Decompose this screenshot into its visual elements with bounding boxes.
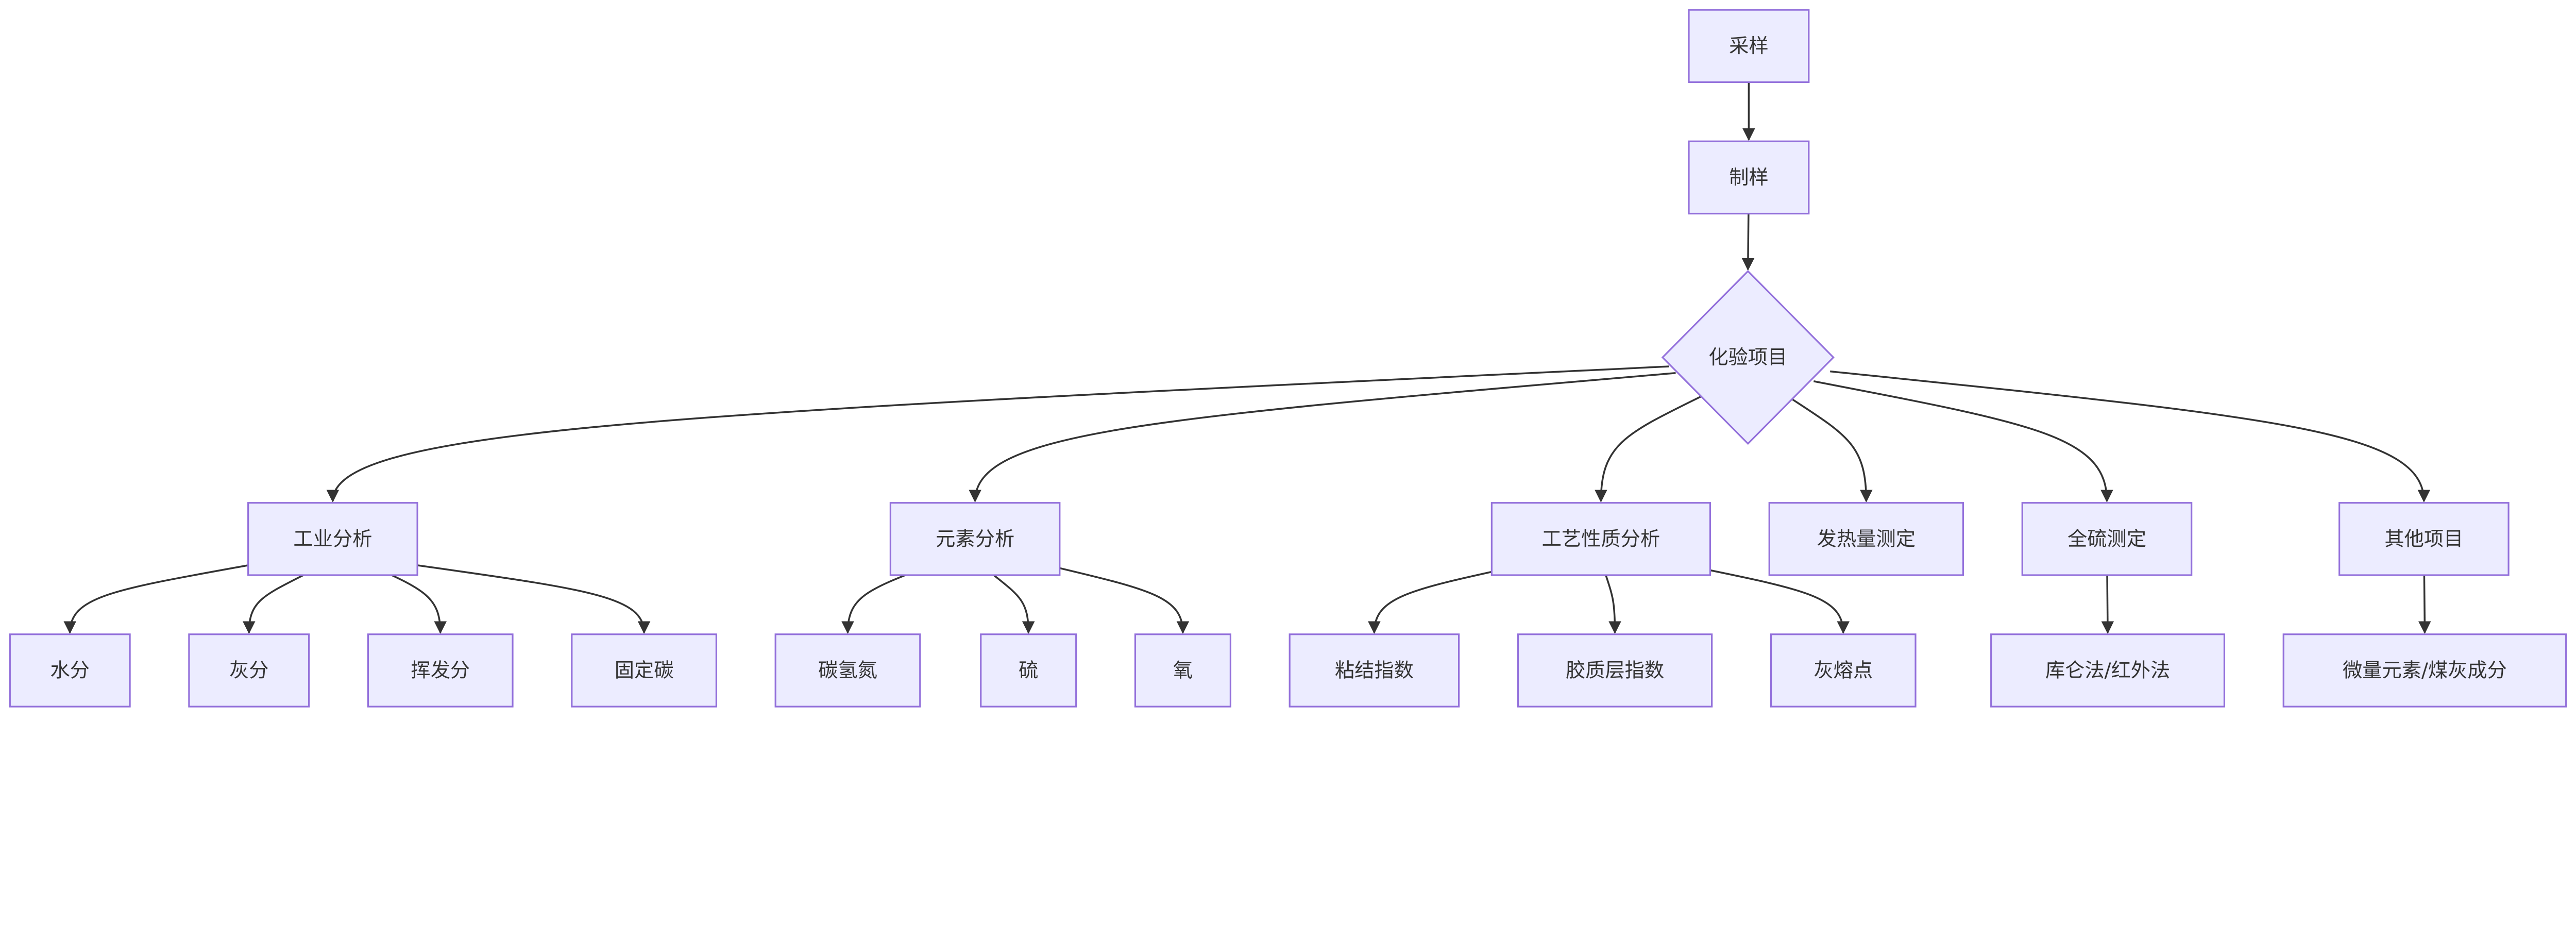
node-other[interactable]: 其他项目 [2338, 502, 2510, 576]
node-tests[interactable]: 化验项目 [1661, 270, 1835, 445]
node-calorific[interactable]: 发热量测定 [1768, 502, 1964, 576]
node-ultimate[interactable]: 元素分析 [889, 502, 1061, 576]
node-ash[interactable]: 灰分 [188, 633, 310, 708]
edge-proximate-to-ash [243, 574, 304, 634]
rect-shape [1768, 502, 1964, 576]
rect-shape [1517, 633, 1713, 708]
diamond-shape [1661, 270, 1835, 445]
rect-shape [571, 633, 717, 708]
edge-tests-to-calorific [1791, 398, 1873, 502]
edge-process-to-plastometric [1605, 575, 1621, 634]
node-label: 挥发分 [411, 659, 470, 682]
node-label: 工业分析 [293, 527, 372, 550]
edge-process-to-ash_fusion [1685, 564, 1850, 634]
edge-proximate-to-moisture [63, 564, 248, 634]
rect-shape [367, 633, 514, 708]
node-label: 全硫测定 [2067, 527, 2146, 550]
node-caking[interactable]: 粘结指数 [1289, 633, 1460, 708]
rect-shape [1490, 502, 1711, 576]
edge-tests-to-proximate [326, 365, 1669, 502]
node-sulfur_total[interactable]: 全硫测定 [2021, 502, 2193, 576]
node-label: 微量元素/煤灰成分 [2343, 659, 2507, 682]
node-label: 采样 [1729, 35, 1769, 58]
node-trace[interactable]: 微量元素/煤灰成分 [2282, 633, 2567, 708]
node-label: 元素分析 [936, 527, 1014, 550]
edge-sulfur_total-to-coulometric [2101, 575, 2114, 634]
node-label: 粘结指数 [1335, 659, 1414, 682]
node-label: 氧 [1173, 659, 1193, 682]
node-label: 固定碳 [615, 659, 674, 682]
node-sampling[interactable]: 采样 [1688, 9, 1810, 83]
edge-proximate-to-fixed_carbon [417, 564, 651, 634]
rect-shape [1990, 633, 2226, 708]
edge-other-to-trace [2418, 575, 2431, 634]
rect-shape [1770, 633, 1917, 708]
node-label: 制样 [1729, 166, 1769, 189]
rect-shape [1289, 633, 1460, 708]
edge-ultimate-to-oxygen [1047, 564, 1190, 634]
node-label: 水分 [50, 659, 90, 682]
node-label: 胶质层指数 [1566, 659, 1664, 682]
node-label: 硫 [1019, 659, 1038, 682]
rect-shape [2021, 502, 2193, 576]
rect-shape [247, 502, 418, 576]
node-ash_fusion[interactable]: 灰熔点 [1770, 633, 1917, 708]
rect-shape [9, 633, 131, 708]
node-label: 库仑法/红外法 [2045, 659, 2170, 682]
node-label: 其他项目 [2384, 527, 2463, 550]
node-sulfur[interactable]: 硫 [980, 633, 1077, 708]
edge-tests-to-other [1830, 370, 2431, 502]
rect-shape [1134, 633, 1231, 708]
node-proximate[interactable]: 工业分析 [247, 502, 418, 576]
edge-ultimate-to-sulfur [993, 574, 1035, 634]
node-label: 灰分 [229, 659, 269, 682]
node-label: 灰熔点 [1814, 659, 1873, 682]
node-coulometric[interactable]: 库仑法/红外法 [1990, 633, 2226, 708]
rect-shape [1688, 9, 1810, 83]
rect-shape [889, 502, 1061, 576]
rect-shape [188, 633, 310, 708]
node-label: 工艺性质分析 [1542, 527, 1660, 550]
node-prep[interactable]: 制样 [1688, 140, 1810, 215]
edge-tests-to-process [1595, 395, 1703, 502]
node-moisture[interactable]: 水分 [9, 633, 131, 708]
node-process[interactable]: 工艺性质分析 [1490, 502, 1711, 576]
rect-shape [2282, 633, 2567, 708]
node-label: 发热量测定 [1817, 527, 1916, 550]
node-label: 化验项目 [1708, 346, 1787, 369]
edge-process-to-caking [1368, 564, 1522, 634]
rect-shape [1688, 140, 1810, 215]
edge-tests-to-sulfur_total [1813, 380, 2113, 502]
node-oxygen[interactable]: 氧 [1134, 633, 1231, 708]
node-chn[interactable]: 碳氢氮 [774, 633, 921, 708]
edge-prep-to-tests [1741, 213, 1755, 271]
rect-shape [774, 633, 921, 708]
node-plastometric[interactable]: 胶质层指数 [1517, 633, 1713, 708]
node-label: 碳氢氮 [818, 659, 877, 682]
rect-shape [980, 633, 1077, 708]
edge-tests-to-ultimate [969, 372, 1676, 502]
node-volatile[interactable]: 挥发分 [367, 633, 514, 708]
node-fixed_carbon[interactable]: 固定碳 [571, 633, 717, 708]
rect-shape [2338, 502, 2510, 576]
